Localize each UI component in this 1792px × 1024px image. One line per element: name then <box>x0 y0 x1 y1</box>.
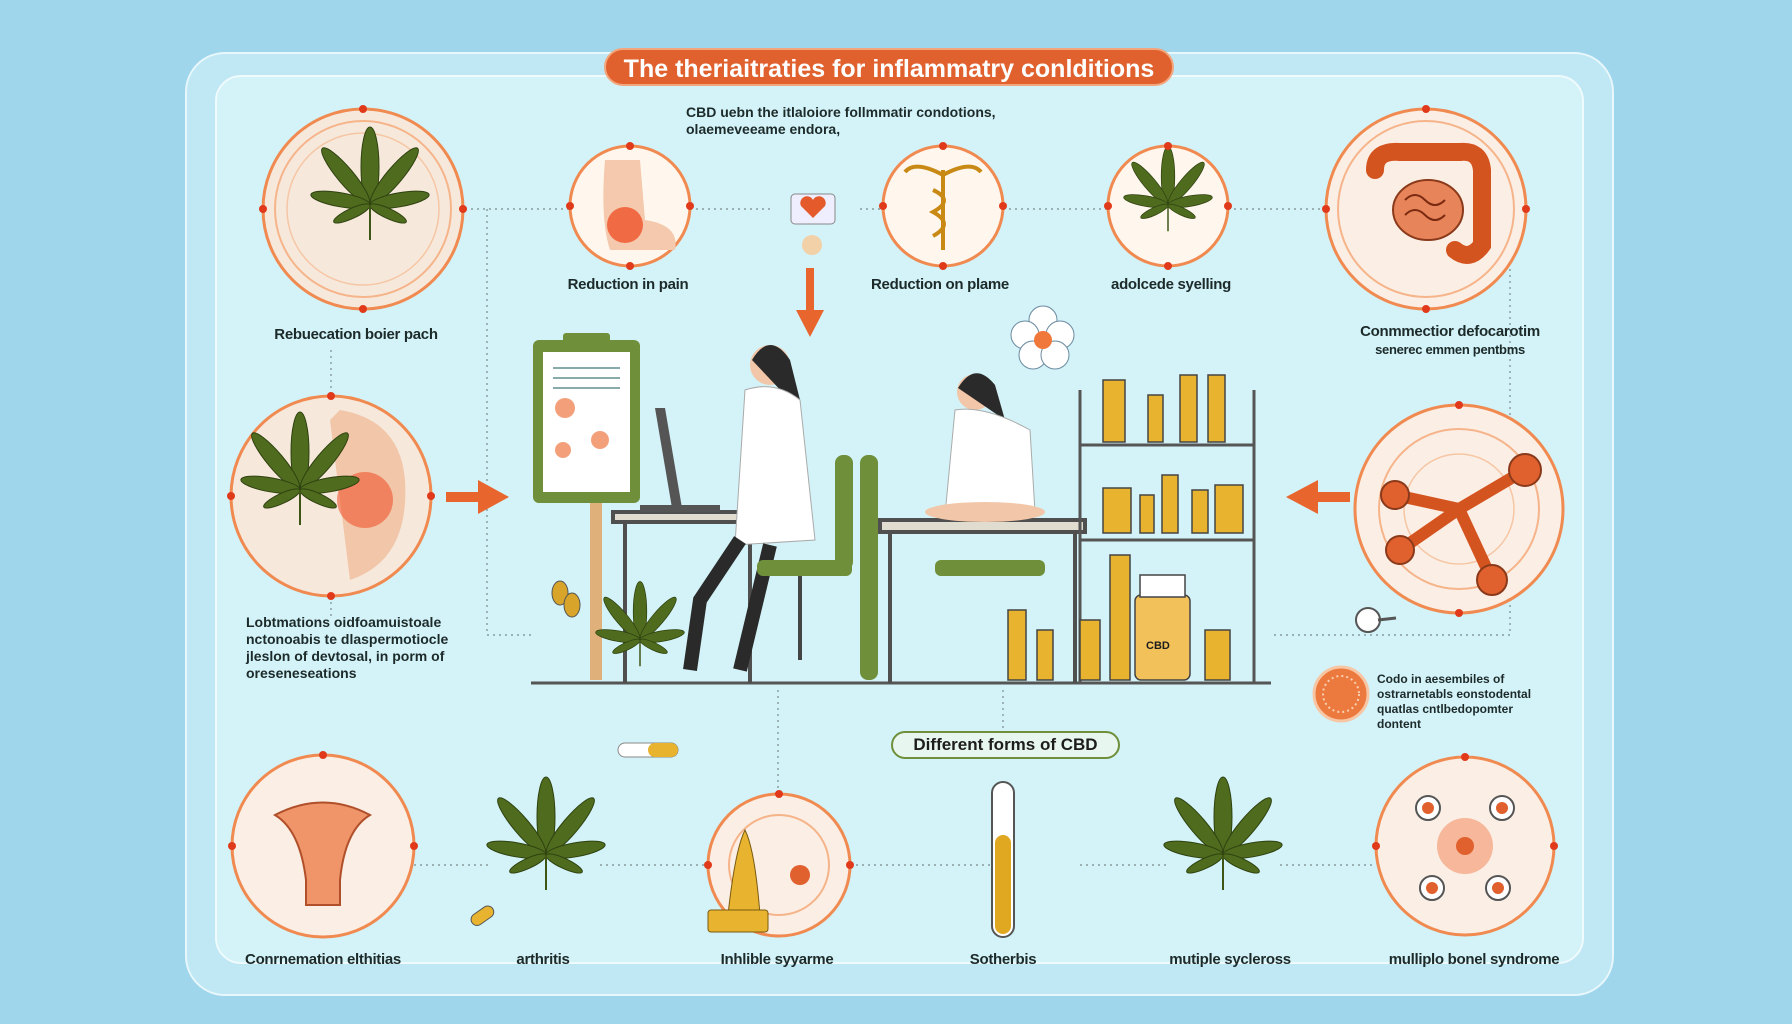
circle-uterus <box>228 751 418 939</box>
intro-line: CBD uebn the itlaloiore follmmatir condo… <box>686 104 996 120</box>
doctor-2 <box>925 373 1045 522</box>
label-bottom-1: Conrnemation elthitias <box>245 951 401 968</box>
circle-cells <box>1372 753 1558 937</box>
page-title: The theriaitraties for inflammatry conld… <box>604 48 1174 86</box>
clinic-scene <box>531 305 1271 758</box>
cbd-jars <box>1007 374 1244 681</box>
text-line: nctonoabis te dlaspermotiocle <box>246 631 449 647</box>
circle-caduceus <box>879 142 1007 270</box>
oil-drop-icon <box>727 828 761 916</box>
label-reduction-pain: Reduction in pain <box>567 276 689 293</box>
label-bottom-4: Sotherbis <box>969 951 1037 968</box>
intro-text: CBD uebn the itlaloiore follmmatir condo… <box>686 104 996 138</box>
cannabis-leaf-icon <box>1161 776 1285 891</box>
pill-icon <box>470 905 495 926</box>
uterus-icon <box>272 801 373 906</box>
circle-intestine <box>1322 105 1530 313</box>
text-line: oreseneseations <box>246 665 357 681</box>
text-line: ostrarnetabls eonstodental <box>1377 687 1532 701</box>
cannabis-leaf-icon <box>594 580 686 667</box>
bottle-label: CBD <box>1146 640 1170 652</box>
right-arrow-icon <box>446 480 509 514</box>
circle-pain <box>566 142 694 270</box>
laptop-icon <box>640 408 720 512</box>
circle-oil <box>704 790 854 938</box>
cbd-pills-icon <box>551 580 581 618</box>
text-line: Codo in aesembiles of <box>1377 672 1505 686</box>
label-connection-line1: Conmmectior defocarotim <box>1360 323 1540 340</box>
left-description: Lobtmations oidfoamuistoale nctonoabis t… <box>246 614 448 682</box>
capsule-icon <box>617 742 679 758</box>
label-reduction-plame: Reduction on plame <box>871 276 1009 293</box>
test-tube-icon <box>991 781 1015 938</box>
clipboard-chart <box>533 333 640 680</box>
label-bottom-6: mulliplo bonel syndrome <box>1388 951 1560 968</box>
label-connection-line2: senerec emmen pentbms <box>1375 342 1525 357</box>
chair-1 <box>757 455 853 660</box>
magnifier-icon <box>1355 607 1397 633</box>
text-line: Lobtmations oidfoamuistoale <box>246 614 442 630</box>
heart-icon <box>790 193 836 255</box>
different-forms-badge: Different forms of CBD <box>891 731 1120 759</box>
desk-right <box>878 518 1087 683</box>
text-line: jleslon of devtosal, in porm of <box>246 648 445 664</box>
cell-icon <box>1312 665 1370 723</box>
intro-line: olaemeveeame endora, <box>686 121 841 137</box>
right-description: Codo in aesembiles of ostrarnetabls eons… <box>1377 672 1531 732</box>
chair-2 <box>860 455 1045 680</box>
label-back-pain: Rebuecation boier pach <box>274 326 438 343</box>
label-bottom-5: mutiple sycleross <box>1169 951 1291 968</box>
label-bottom-3: Inhlible syyarme <box>720 951 834 968</box>
down-arrow-icon <box>796 268 824 337</box>
circle-leaf <box>1104 142 1232 270</box>
circle-back <box>227 392 435 600</box>
text-line: dontent <box>1377 717 1421 731</box>
text-line: quatlas cntlbedopomter <box>1377 702 1514 716</box>
caduceus-icon <box>903 164 983 250</box>
circle-molecule <box>1353 401 1565 617</box>
circle-back-pain <box>259 105 467 313</box>
dotted-connectors <box>330 208 1511 866</box>
label-swelling: adolcede syelling <box>1111 276 1231 293</box>
flower-icon <box>1010 305 1075 370</box>
left-arrow-icon <box>1286 480 1350 514</box>
intestine-icon <box>1366 142 1491 264</box>
cannabis-leaf-icon <box>484 776 608 891</box>
label-bottom-2: arthritis <box>516 951 570 968</box>
